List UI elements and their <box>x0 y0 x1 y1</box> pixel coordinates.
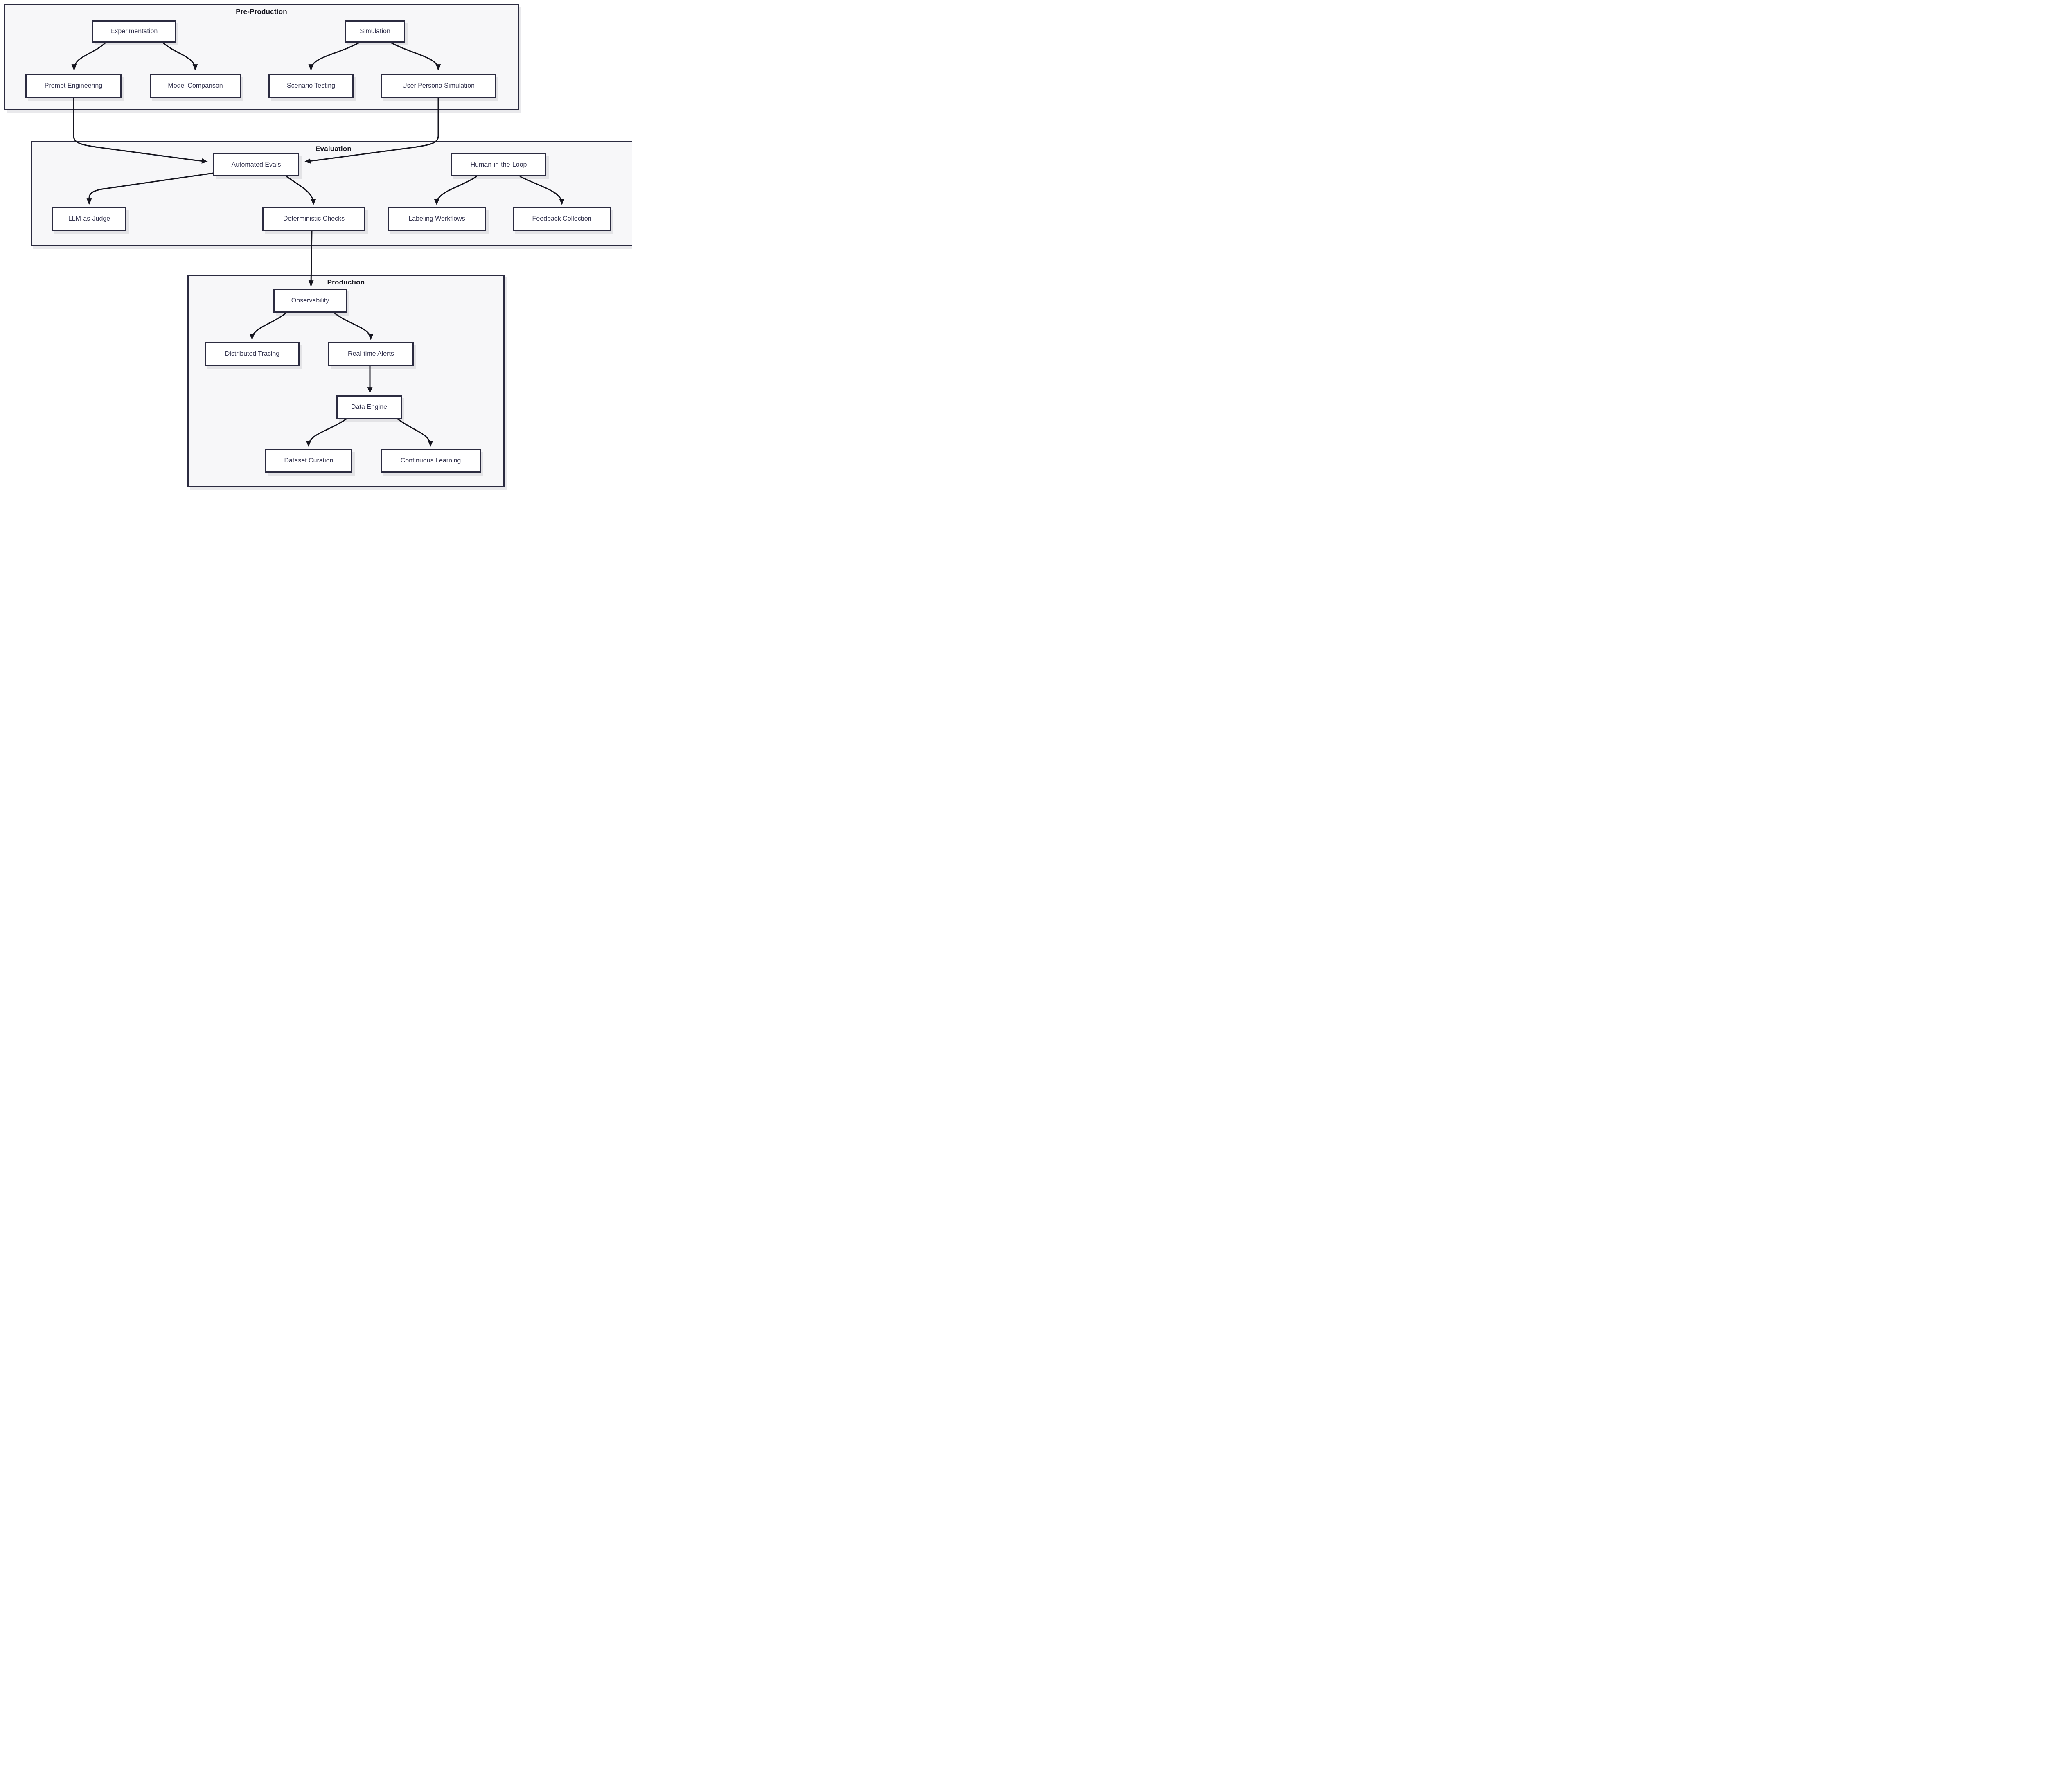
node-continuous-learning: Continuous Learning <box>381 449 481 473</box>
node-user-persona-simulation: User Persona Simulation <box>381 74 496 98</box>
node-prompt-engineering: Prompt Engineering <box>25 74 122 98</box>
node-deterministic-checks: Deterministic Checks <box>262 207 365 231</box>
cluster-production-label: Production <box>327 278 365 286</box>
node-observability: Observability <box>273 289 347 313</box>
flowchart-canvas: Pre-Production Evaluation Production Exp… <box>0 0 632 493</box>
node-human-in-the-loop: Human-in-the-Loop <box>451 153 546 176</box>
node-automated-evals: Automated Evals <box>213 153 299 176</box>
node-feedback-collection: Feedback Collection <box>513 207 611 231</box>
node-model-comparison: Model Comparison <box>150 74 241 98</box>
cluster-pre-production-label: Pre-Production <box>236 8 287 16</box>
node-data-engine: Data Engine <box>336 395 402 419</box>
node-dataset-curation: Dataset Curation <box>265 449 352 473</box>
node-simulation: Simulation <box>345 20 405 43</box>
cluster-evaluation-label: Evaluation <box>315 145 352 153</box>
node-real-time-alerts: Real-time Alerts <box>328 342 414 366</box>
node-scenario-testing: Scenario Testing <box>268 74 354 98</box>
node-experimentation: Experimentation <box>92 20 176 43</box>
node-llm-as-judge: LLM-as-Judge <box>52 207 126 231</box>
node-distributed-tracing: Distributed Tracing <box>205 342 300 366</box>
node-labeling-workflows: Labeling Workflows <box>388 207 486 231</box>
